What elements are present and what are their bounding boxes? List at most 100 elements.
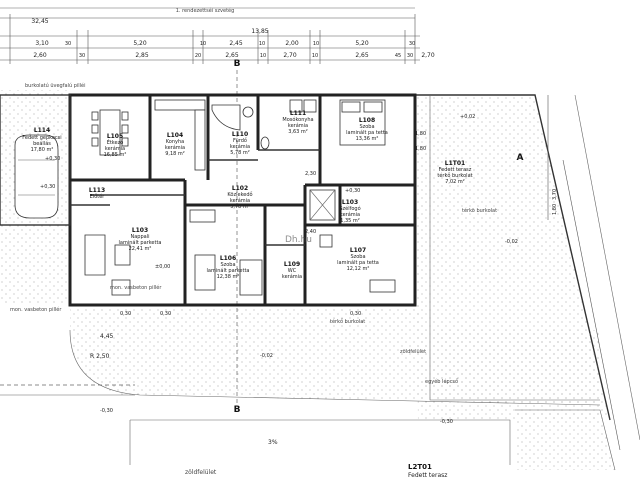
room-sub: beállás: [33, 140, 51, 147]
room-area: 1,35 m²: [340, 218, 360, 224]
room-code: L105: [107, 133, 123, 140]
dim-small: 0,30: [160, 311, 171, 317]
bottom-terrace-paving: [515, 410, 615, 470]
interior-walls: [70, 95, 415, 305]
dim-text: 2,65: [355, 52, 369, 59]
room-name: Fedett terasz: [439, 167, 472, 173]
dim-small: 0,30: [350, 311, 361, 317]
room-area: 13,36 m²: [356, 136, 379, 142]
dim-text: 5,20: [133, 40, 147, 47]
room-sub: kerámia: [230, 197, 250, 204]
dim-text: 2,00: [285, 40, 299, 47]
room-sub: laminált pa tetta: [337, 259, 379, 266]
dim-small: 0,30: [120, 311, 131, 317]
dim-text: 10: [313, 41, 319, 47]
level-mark: -0,30: [440, 419, 453, 425]
fixture-l109: [319, 234, 333, 248]
room-code: L113: [89, 187, 105, 194]
room-code: L103: [342, 199, 358, 206]
stair-note: egyéb lépcső: [425, 378, 458, 385]
terrace-paving-lower: [70, 305, 600, 405]
wardrobe-l106: [239, 259, 263, 296]
level-mark: +0,30: [40, 184, 55, 190]
dim-text: 30: [407, 53, 413, 59]
room-name: Nappali: [131, 234, 150, 240]
room-sub: kerámia: [340, 211, 360, 218]
room-name: Szoba: [220, 262, 235, 268]
room-area: 22,41 m²: [129, 246, 152, 252]
dim-text: 2,70: [283, 52, 297, 59]
dim-text: 20: [195, 53, 201, 59]
dim-small: 1,80: [415, 131, 426, 137]
dim-text: 10: [200, 41, 206, 47]
washing-machine: [289, 99, 303, 113]
dim-small: 1,80: [415, 146, 426, 152]
room-code: L107: [350, 247, 366, 254]
desk-l107: [369, 279, 396, 293]
room-labels: L114 Fedett gépkocsi beállás 17,80 m² L1…: [22, 110, 472, 280]
pillow: [363, 101, 383, 113]
level-mark: +0,30: [345, 188, 360, 194]
room-area: 7,02 m²: [445, 179, 465, 185]
room-code: L114: [34, 127, 50, 134]
dim-text: 10: [260, 53, 266, 59]
room-name: Fedett gépkocsi: [22, 134, 61, 141]
dryer: [303, 99, 317, 113]
room-area: 5,78 m²: [230, 150, 250, 156]
pillow: [341, 101, 361, 113]
room-name: Szoba: [359, 124, 374, 130]
room-sub: kerámia: [282, 273, 302, 280]
terrace-floor-note: térkö burkolat: [462, 207, 497, 214]
room-code: L1T01: [445, 160, 465, 167]
dim-top-total: 32,45: [31, 18, 48, 25]
dim-text: 2,65: [225, 52, 239, 59]
dim-text: 2,70: [421, 52, 435, 59]
level-mark: -0,30: [100, 408, 113, 414]
level-mark: -0,02: [505, 239, 518, 245]
dim-text: 45: [395, 53, 401, 59]
kitchen-counter: [154, 99, 206, 111]
dim-text: 2,45: [229, 40, 243, 47]
dim-text: 10: [259, 41, 265, 47]
room-area: 16,85 m²: [104, 152, 127, 158]
section-mark-b-bottom: B: [234, 405, 241, 415]
dim-text: 2,60: [33, 52, 47, 59]
room-name: Mosókonyha: [282, 116, 313, 123]
dim-small: 2,40: [305, 229, 316, 235]
room-sub: laminált parketta: [119, 239, 162, 246]
dim-bottom-left: 4,45: [100, 333, 114, 340]
room-sub: laminált parketta: [207, 267, 250, 274]
room-code: L108: [359, 117, 375, 124]
level-mark: +0,02: [460, 114, 475, 120]
dim-right-v2: 1,80: [552, 204, 558, 215]
room-area: 12,12 m²: [347, 266, 370, 272]
dining-table: [91, 109, 129, 156]
dim-row1-right: 13,85: [251, 28, 268, 35]
room-code: L103: [132, 227, 148, 234]
green-area-bottom: zöldfelület: [185, 469, 217, 476]
dim-row3: 2,60 30 2,85 20 2,65 10 2,70 10 2,65 45 …: [33, 52, 435, 59]
room-code: L109: [284, 261, 300, 268]
room-area: 12,38 m²: [217, 274, 240, 280]
bathtub: [211, 104, 241, 131]
armchair: [111, 279, 131, 296]
bottom-terrace-code: L2T01: [408, 463, 432, 471]
room-code: L111: [290, 110, 306, 117]
dim-text: 2,85: [135, 52, 149, 59]
level-mark: ±0,00: [155, 264, 170, 270]
room-sub: kerámia: [165, 144, 185, 151]
toilet: [260, 136, 270, 150]
room-sub: kerámia: [105, 145, 125, 152]
dim-small: 2,30: [305, 171, 316, 177]
dim-text: 10: [312, 53, 318, 59]
level-mark: +0,30: [45, 156, 60, 162]
room-sub: kerámia: [230, 143, 250, 150]
dim-text: 3,10: [35, 40, 49, 47]
room-name: Fürdő: [233, 138, 247, 144]
desk-l106: [189, 209, 216, 223]
room-sub: kerámia: [288, 122, 308, 129]
section-mark-b-top: B: [234, 59, 241, 69]
room-area: 9,18 m²: [165, 151, 185, 157]
room-name: Konyha: [166, 139, 184, 145]
level-marks: +0,02 ±0,00 +0,30 -0,02 -0,30 -0,02 +0,3…: [40, 114, 518, 425]
